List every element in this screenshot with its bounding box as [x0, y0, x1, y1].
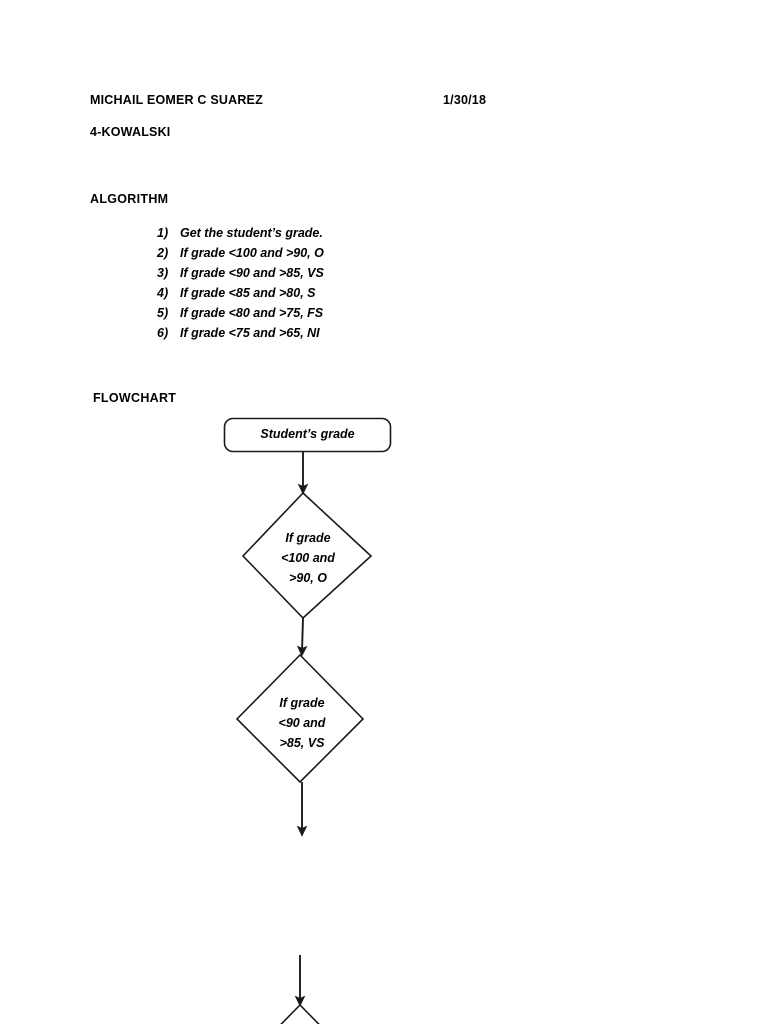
algorithm-heading: ALGORITHM [90, 192, 169, 206]
list-item-text: If grade <75 and >65, NI [180, 326, 320, 340]
list-item-text: Get the student’s grade. [180, 226, 323, 240]
flow-connector-decision1-to-decision2 [296, 617, 308, 657]
list-item-marker: 5) [157, 306, 169, 320]
list-item-marker: 2) [157, 246, 169, 260]
decision1-line-3: >90, O [289, 571, 327, 585]
flowchart-heading: FLOWCHART [93, 391, 177, 405]
decision2-line-2: <90 and [278, 716, 326, 730]
flow-node-terminator-label: Student’s grade [260, 427, 355, 441]
decision1-line-1: If grade [285, 531, 331, 545]
flow-node-decision1-label: If grade <100 and >90, O [258, 528, 358, 588]
header-section: 4-KOWALSKI [90, 125, 171, 139]
flow-node-decision3-clipped [280, 1003, 320, 1024]
header-author-name: MICHAIL EOMER C SUAREZ [90, 93, 263, 107]
list-item-text: If grade <90 and >85, VS [180, 266, 324, 280]
header-date: 1/30/18 [443, 93, 487, 107]
list-item-text: If grade <80 and >75, FS [180, 306, 324, 320]
list-item-marker: 1) [157, 226, 169, 240]
decision1-line-2: <100 and [281, 551, 335, 565]
flow-node-decision2-label: If grade <90 and >85, VS [252, 693, 352, 753]
decision2-line-3: >85, VS [279, 736, 325, 750]
list-item: 3) If grade <90 and >85, VS [157, 266, 324, 286]
list-item: 4) If grade <85 and >80, S [157, 286, 324, 306]
list-item-marker: 3) [157, 266, 169, 280]
list-item: 2) If grade <100 and >90, O [157, 246, 324, 266]
list-item: 5) If grade <80 and >75, FS [157, 306, 324, 326]
list-item-marker: 4) [157, 286, 169, 300]
list-item-marker: 6) [157, 326, 169, 340]
list-item-text: If grade <100 and >90, O [180, 246, 324, 260]
algorithm-step-list: 1) Get the student’s grade. 2) If grade … [157, 226, 324, 346]
decision2-line-1: If grade [279, 696, 325, 710]
list-item: 1) Get the student’s grade. [157, 226, 324, 246]
list-item-text: If grade <85 and >80, S [180, 286, 316, 300]
list-item: 6) If grade <75 and >65, NI [157, 326, 324, 346]
